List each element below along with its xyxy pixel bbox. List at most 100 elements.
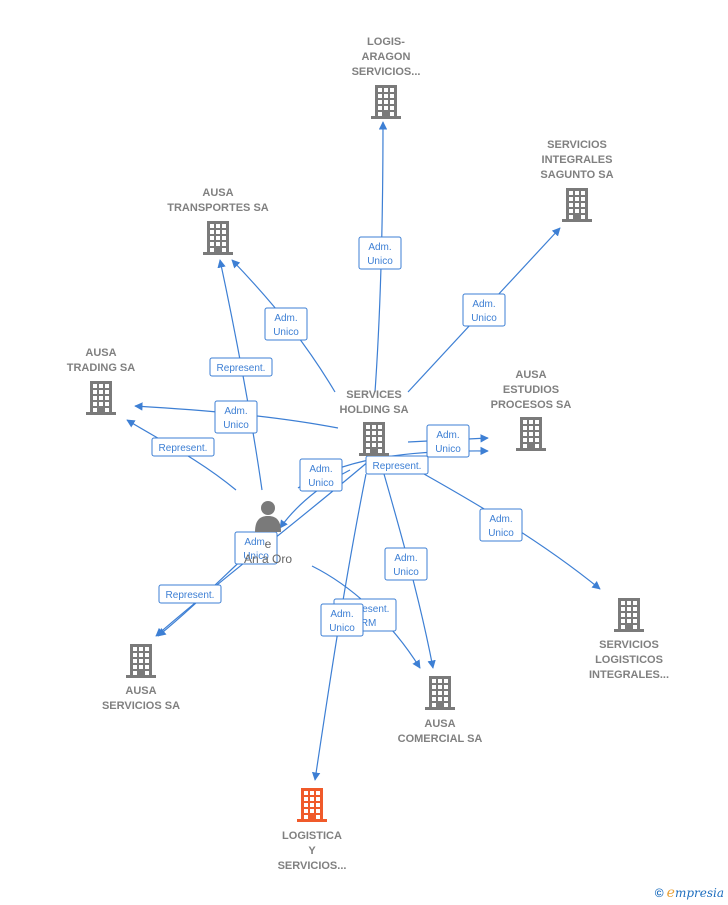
node-estudios[interactable]: AUSA ESTUDIOS PROCESOS SA [491, 369, 572, 451]
edge-label-text: Unico [243, 551, 269, 562]
node-servicios[interactable]: AUSA SERVICIOS SA [102, 644, 180, 712]
edge-label-text: Adm. [224, 406, 247, 417]
node-label: AUSA [202, 187, 233, 199]
node-trading[interactable]: AUSA TRADING SA [67, 347, 136, 415]
edge-label-text: Unico [329, 623, 355, 634]
node-label: LOGISTICOS [595, 654, 663, 666]
edge-label-box [209, 357, 273, 377]
building-icon [203, 221, 233, 255]
node-label: LOGISTICA [282, 830, 342, 842]
edge-line [279, 469, 351, 529]
building-icon [614, 598, 644, 632]
node-label: ESTUDIOS [503, 384, 559, 396]
node-logisticos[interactable]: SERVICIOS LOGISTICOS INTEGRALES... [589, 598, 669, 681]
edge-label-box [426, 424, 470, 458]
edge-label-text: Unico [471, 313, 497, 324]
building-icon [359, 422, 389, 456]
node-label: SERVICIOS [547, 139, 607, 151]
node-label: INTEGRALES... [589, 669, 669, 681]
node-label: INTEGRALES [542, 154, 613, 166]
node-label: AUSA [125, 685, 156, 697]
edge-label[interactable]: Adm. Unico [384, 547, 428, 581]
edge-label-box [214, 400, 258, 434]
edge-label-box [151, 437, 215, 457]
edge-label-text: Adm. [436, 430, 459, 441]
edge-label-text: Unico [488, 528, 514, 539]
node-label: ARAGON [362, 51, 411, 63]
edge-label-text: Represent. [159, 443, 208, 454]
edge-label-text: Unico [273, 327, 299, 338]
edge-label[interactable]: Adm. Unico [462, 293, 506, 327]
edge-label[interactable]: Adm.Unico [264, 307, 308, 341]
edge-label-text: Adm. [394, 553, 417, 564]
edge-label-text: Represent. [166, 590, 215, 601]
edge-label-text: Unico [308, 478, 334, 489]
edge-label[interactable]: Adm.Unico [358, 236, 402, 270]
edge-label[interactable]: Represent. [365, 455, 429, 475]
edge-label-text: RRM [354, 618, 377, 629]
edge-label[interactable]: Represent. [209, 357, 273, 377]
person-icon [255, 501, 281, 532]
node-label: HOLDING SA [339, 404, 408, 416]
node-label: AUSA [424, 718, 455, 730]
node-label: AUSA [515, 369, 546, 381]
edge-label-box [264, 307, 308, 341]
edge-label-text: Represent. [217, 363, 266, 374]
edge-label-text: Unico [223, 420, 249, 431]
node-person[interactable]: eAn a Oro [244, 501, 292, 566]
node-label: SERVICIOS [599, 639, 659, 651]
edge-label[interactable]: Adm.Unico [479, 508, 523, 542]
edge-label-box [365, 455, 429, 475]
node-label: AUSA [85, 347, 116, 359]
edge-label-box [320, 603, 364, 637]
edge-label[interactable]: Adm.Unico [299, 458, 343, 492]
node-label: SERVICIOS SA [102, 700, 180, 712]
edge-label-box [462, 293, 506, 327]
node-label: Y [308, 845, 316, 857]
edge-label-text: Represent. [373, 461, 422, 472]
building-icon [425, 676, 455, 710]
node-label: SERVICES [346, 389, 401, 401]
edge-label-box [158, 584, 222, 604]
edge-label[interactable]: Represent. [151, 437, 215, 457]
edge-label-text: Unico [367, 256, 393, 267]
edge-label-box [384, 547, 428, 581]
edge-label[interactable]: Represent. [158, 584, 222, 604]
empresia-watermark[interactable]: ©empresia [655, 885, 724, 901]
building-icon [562, 188, 592, 222]
node-label: TRADING SA [67, 362, 136, 374]
edge-label-text: Unico [393, 567, 419, 578]
node-logis[interactable]: LOGIS- ARAGON SERVICIOS... [352, 36, 421, 119]
building-icon [86, 381, 116, 415]
building-icon [126, 644, 156, 678]
edge-label-text: Represent. [341, 604, 390, 615]
building-icon [371, 85, 401, 119]
node-label: LOGIS- [367, 36, 405, 48]
node-logistica[interactable]: LOGISTICA Y SERVICIOS... [278, 788, 347, 872]
edge-label-box [299, 458, 343, 492]
edge-label[interactable]: Adm. Unico [214, 400, 258, 434]
copyright-icon: © [654, 886, 664, 900]
building-icon [297, 788, 327, 822]
edge-label-box [479, 508, 523, 542]
edge-label-box [358, 236, 402, 270]
node-label: SERVICIOS... [352, 66, 421, 78]
edge-label-text: Unico [435, 444, 461, 455]
node-transportes[interactable]: AUSA TRANSPORTES SA [167, 187, 269, 255]
node-label: SERVICIOS... [278, 860, 347, 872]
nodes-layer: LOGIS- ARAGON SERVICIOS... SERVICIOS INTEGRA… [67, 36, 669, 872]
node-label: e [265, 537, 272, 551]
node-holding[interactable]: SERVICES HOLDING SA [339, 389, 409, 456]
brand-name: mpresia [674, 886, 724, 900]
building-icon [516, 417, 546, 451]
node-label: TRANSPORTES SA [167, 202, 269, 214]
node-label: PROCESOS SA [491, 399, 572, 411]
edge-label-text: Adm. [472, 299, 495, 310]
edge-line [374, 121, 388, 393]
edge-label[interactable]: Adm. Unico [320, 603, 364, 637]
edge-label[interactable]: Adm. Unico [426, 424, 470, 458]
edge-label-text: Adm. [330, 609, 353, 620]
